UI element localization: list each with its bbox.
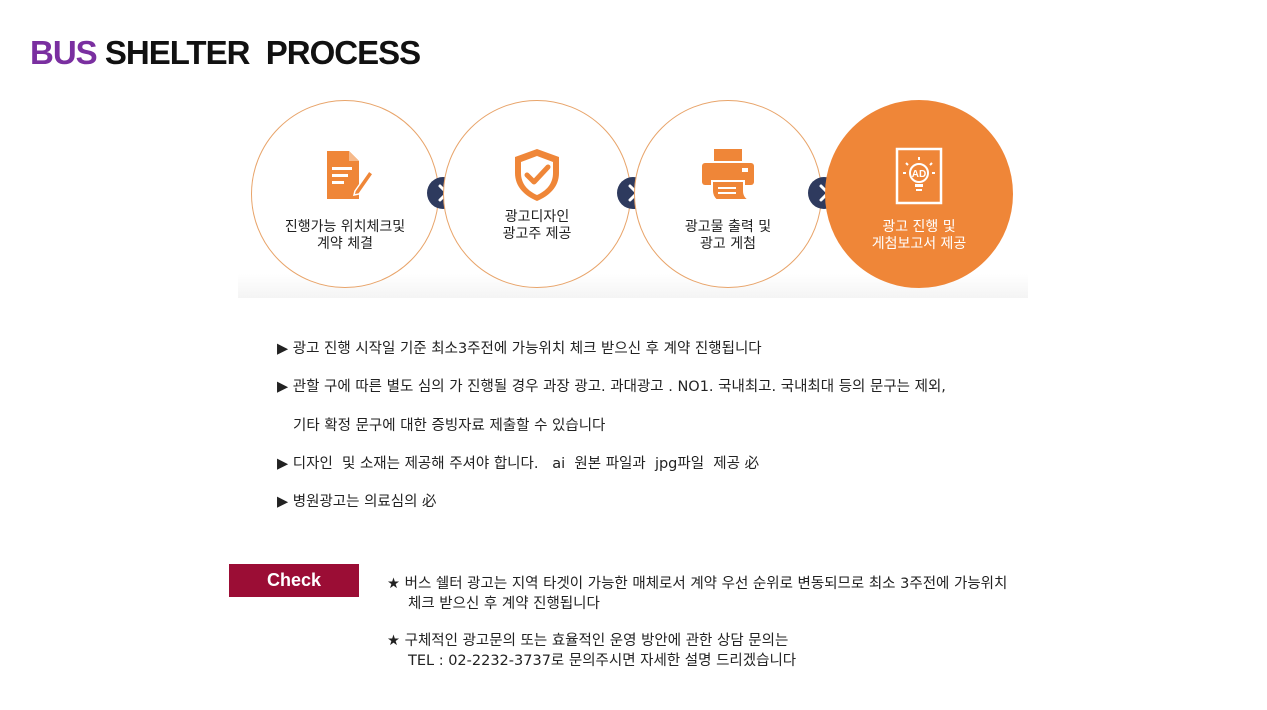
step-1-label-line1: 진행가능 위치체크및	[284, 219, 406, 235]
step-3-label-line1: 광고물 출력 및	[684, 219, 772, 235]
step-4-label-line1: 광고 진행 및	[882, 219, 956, 235]
page-title: BUS SHELTER PROCESS	[30, 34, 421, 72]
note-line-4: ▶ 디자인 및 소재는 제공해 주셔야 합니다. ai 원본 파일과 jpg파일…	[277, 452, 759, 473]
note-line-5: ▶ 병원광고는 의료심의 必	[277, 490, 437, 511]
contract-document-icon	[327, 151, 375, 199]
note-line-1: ▶ 광고 진행 시작일 기준 최소3주전에 가능위치 체크 받으신 후 계약 진…	[277, 337, 762, 358]
check-item-1-line-2: 체크 받으신 후 계약 진행됩니다	[408, 596, 600, 612]
bullet-icon: ▶	[277, 341, 289, 357]
star-icon: ★	[387, 576, 400, 592]
step-2-label-line2: 광고주 제공	[502, 226, 572, 242]
process-step-design: 광고디자인 광고주 제공	[443, 100, 631, 288]
printer-icon	[702, 149, 754, 201]
check-item-1-text-1: 버스 쉘터 광고는 지역 타겟이 가능한 매체로서 계약 우선 순위로 변동되므…	[404, 576, 1008, 592]
note-line-2: ▶ 관할 구에 따른 별도 심의 가 진행될 경우 과장 광고. 과대광고 . …	[277, 375, 946, 396]
check-item-2-line-1: ★ 구체적인 광고문의 또는 효율적인 운영 방안에 관한 상담 문의는	[387, 629, 788, 650]
note-line-3: 기타 확정 문구에 대한 증빙자료 제출할 수 있습니다	[293, 414, 605, 435]
check-badge: Check	[229, 564, 359, 597]
title-shelter-process: SHELTER PROCESS	[104, 34, 421, 71]
note-text-5: 병원광고는 의료심의 必	[292, 494, 437, 510]
ad-lightbulb-icon: AD	[895, 147, 943, 205]
star-icon: ★	[387, 633, 400, 649]
bullet-icon: ▶	[277, 494, 289, 510]
note-text-2: 관할 구에 따른 별도 심의 가 진행될 경우 과장 광고. 과대광고 . NO…	[292, 379, 946, 395]
note-text-1: 광고 진행 시작일 기준 최소3주전에 가능위치 체크 받으신 후 계약 진행됩…	[292, 341, 762, 357]
step-1-label-line2: 계약 체결	[317, 236, 373, 252]
process-step-report: AD 광고 진행 및 게첨보고서 제공	[825, 100, 1013, 288]
step-2-label-line1: 광고디자인	[504, 209, 570, 225]
step-3-label-line2: 광고 게첨	[700, 236, 756, 252]
check-item-2-text-1: 구체적인 광고문의 또는 효율적인 운영 방안에 관한 상담 문의는	[404, 633, 789, 649]
note-text-3: 기타 확정 문구에 대한 증빙자료 제출할 수 있습니다	[293, 418, 606, 434]
process-step-contract: 진행가능 위치체크및 계약 체결	[251, 100, 439, 288]
note-text-4: 디자인 및 소재는 제공해 주셔야 합니다. ai 원본 파일과 jpg파일 제…	[292, 456, 760, 472]
check-item-2-line-2: TEL : 02-2232-3737로 문의주시면 자세한 설명 드리겠습니다	[408, 653, 797, 669]
shield-check-icon	[515, 149, 559, 201]
bullet-icon: ▶	[277, 379, 289, 395]
title-bus: BUS	[30, 34, 98, 71]
ad-icon-text: AD	[912, 169, 926, 180]
check-item-1-line-1: ★ 버스 쉘터 광고는 지역 타겟이 가능한 매체로서 계약 우선 순위로 변동…	[387, 572, 1007, 593]
step-4-label-line2: 게첨보고서 제공	[871, 236, 967, 252]
process-step-print: 광고물 출력 및 광고 게첨	[634, 100, 822, 288]
bullet-icon: ▶	[277, 456, 289, 472]
